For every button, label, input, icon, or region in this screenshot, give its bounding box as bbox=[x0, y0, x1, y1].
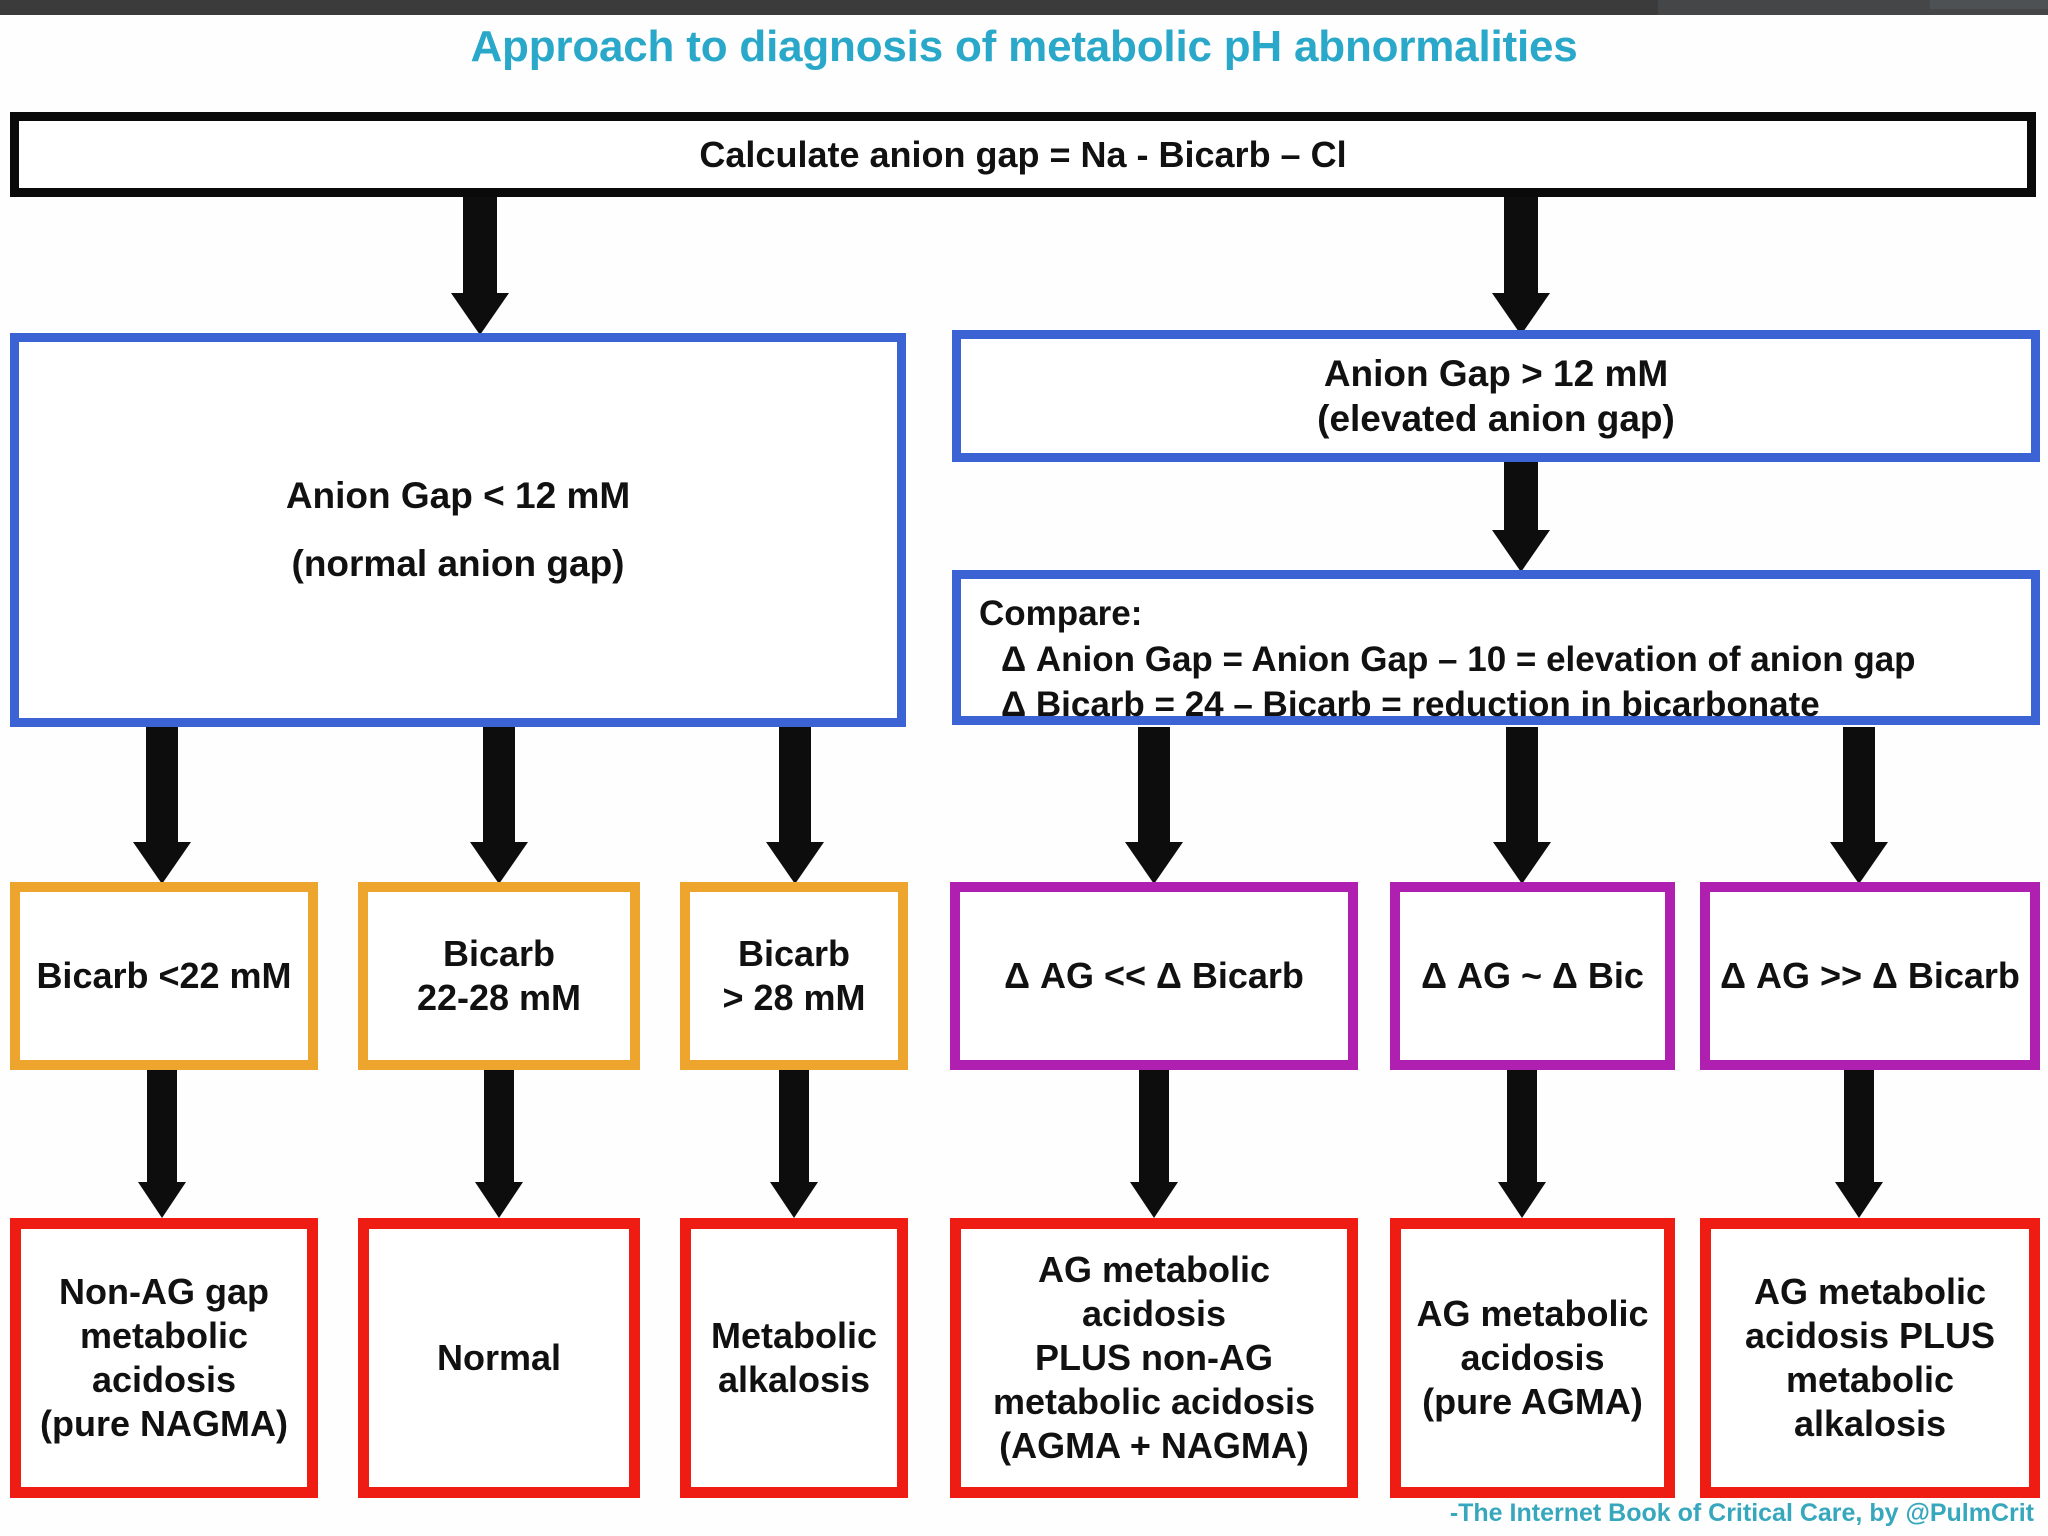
node-normal-anion-gap-line1: Anion Gap < 12 mM bbox=[285, 475, 631, 517]
node-agma-plus-alkalosis-line3: metabolic bbox=[1785, 1359, 1955, 1400]
node-compare: Compare: Δ Anion Gap = Anion Gap – 10 = … bbox=[952, 570, 2040, 725]
node-bicarb-low: Bicarb <22 mM bbox=[10, 882, 318, 1070]
node-pure-nagma-line2: metabolic bbox=[79, 1315, 249, 1357]
node-normal-result: Normal bbox=[358, 1218, 640, 1498]
node-delta-ag-approx-bic-line1: Δ AG ~ Δ Bic bbox=[1421, 955, 1644, 997]
node-delta-ag-much-greater-bicarb: Δ AG >> Δ Bicarb bbox=[1700, 882, 2040, 1070]
arrow-bicarb-high-to-metabolic-alkalosis bbox=[768, 1070, 820, 1218]
top-window-strip bbox=[0, 0, 2048, 15]
node-bicarb-high: Bicarb > 28 mM bbox=[680, 882, 908, 1070]
arrow-bicarb-low-to-nagma bbox=[136, 1070, 188, 1218]
arrow-delta-much-greater-to-agma-plus-alkalosis bbox=[1833, 1070, 1885, 1218]
node-elevated-anion-gap: Anion Gap > 12 mM (elevated anion gap) bbox=[952, 330, 2040, 462]
node-metabolic-alkalosis: Metabolic alkalosis bbox=[680, 1218, 908, 1498]
arrow-compare-to-delta-much-less bbox=[1125, 727, 1183, 884]
node-agma-plus-alkalosis-line2: acidosis PLUS bbox=[1744, 1315, 1996, 1357]
source-credit: -The Internet Book of Critical Care, by … bbox=[1449, 1499, 2034, 1527]
node-metabolic-alkalosis-line1: Metabolic bbox=[710, 1315, 878, 1357]
page-title: Approach to diagnosis of metabolic pH ab… bbox=[470, 22, 1578, 71]
node-agma-plus-nagma-line4: (AGMA + NAGMA) bbox=[999, 1424, 1309, 1466]
node-metabolic-alkalosis-line2: alkalosis bbox=[717, 1359, 871, 1400]
node-agma-plus-nagma-line1: AG metabolic acidosis bbox=[1037, 1249, 1271, 1335]
node-pure-nagma-line1: Non-AG gap bbox=[59, 1271, 269, 1313]
arrow-normal-gap-to-bicarb-high bbox=[766, 727, 824, 884]
node-bicarb-low-line1: Bicarb <22 mM bbox=[36, 955, 292, 997]
arrow-root-to-elevated-gap bbox=[1490, 197, 1552, 335]
arrow-compare-to-delta-approx bbox=[1493, 727, 1551, 884]
arrow-compare-to-delta-much-greater bbox=[1830, 727, 1888, 884]
node-agma-plus-nagma-line3: metabolic acidosis bbox=[992, 1380, 1316, 1422]
node-delta-ag-much-greater-bicarb-line1: Δ AG >> Δ Bicarb bbox=[1720, 955, 2020, 997]
node-bicarb-mid-line2: 22-28 mM bbox=[416, 977, 582, 1018]
node-compare-line1: Δ Anion Gap = Anion Gap – 10 = elevation… bbox=[1001, 639, 1916, 679]
node-pure-agma-line2: acidosis bbox=[1460, 1337, 1605, 1379]
node-agma-plus-alkalosis: AG metabolic acidosis PLUS metabolic alk… bbox=[1700, 1218, 2040, 1498]
node-compare-heading: Compare: bbox=[979, 594, 1143, 633]
node-agma-plus-nagma: AG metabolic acidosis PLUS non-AG metabo… bbox=[950, 1218, 1358, 1498]
node-delta-ag-much-less-bicarb: Δ AG << Δ Bicarb bbox=[950, 882, 1358, 1070]
node-bicarb-high-line1: Bicarb bbox=[737, 933, 851, 975]
node-agma-plus-nagma-line2: PLUS non-AG bbox=[1035, 1337, 1273, 1379]
arrow-elevated-gap-to-compare bbox=[1490, 462, 1552, 572]
node-delta-ag-approx-bic: Δ AG ~ Δ Bic bbox=[1390, 882, 1675, 1070]
node-pure-agma-line1: AG metabolic bbox=[1416, 1293, 1649, 1335]
node-calculate-anion-gap: Calculate anion gap = Na - Bicarb – Cl bbox=[10, 112, 2036, 197]
node-elevated-anion-gap-line1: Anion Gap > 12 mM bbox=[1323, 352, 1669, 394]
node-agma-plus-alkalosis-line4: alkalosis bbox=[1793, 1402, 1947, 1444]
arrow-delta-approx-to-pure-agma bbox=[1496, 1070, 1548, 1218]
node-normal-result-line1: Normal bbox=[436, 1337, 562, 1379]
node-pure-nagma: Non-AG gap metabolic acidosis (pure NAGM… bbox=[10, 1218, 318, 1498]
node-pure-agma-line3: (pure AGMA) bbox=[1422, 1380, 1643, 1422]
node-delta-ag-much-less-bicarb-line1: Δ AG << Δ Bicarb bbox=[1004, 955, 1304, 997]
node-bicarb-high-line2: > 28 mM bbox=[722, 977, 866, 1018]
node-pure-nagma-line3: acidosis bbox=[91, 1359, 237, 1400]
node-elevated-anion-gap-line2: (elevated anion gap) bbox=[1317, 398, 1675, 439]
node-bicarb-mid: Bicarb 22-28 mM bbox=[358, 882, 640, 1070]
arrow-normal-gap-to-bicarb-low bbox=[133, 727, 191, 884]
arrow-bicarb-mid-to-normal bbox=[473, 1070, 525, 1218]
arrow-root-to-normal-gap bbox=[449, 197, 511, 335]
node-calculate-anion-gap-label: Calculate anion gap = Na - Bicarb – Cl bbox=[699, 133, 1347, 175]
node-agma-plus-alkalosis-line1: AG metabolic bbox=[1753, 1271, 1987, 1313]
node-normal-anion-gap: Anion Gap < 12 mM (normal anion gap) bbox=[10, 333, 906, 727]
arrow-normal-gap-to-bicarb-mid bbox=[470, 727, 528, 884]
top-window-strip-corner bbox=[1930, 0, 2048, 9]
arrow-delta-much-less-to-agma-plus-nagma bbox=[1128, 1070, 1180, 1218]
node-bicarb-mid-line1: Bicarb bbox=[442, 933, 556, 975]
node-compare-line2: Δ Bicarb = 24 – Bicarb = reduction in bi… bbox=[1001, 685, 1820, 724]
node-pure-nagma-line4: (pure NAGMA) bbox=[40, 1402, 288, 1444]
node-normal-anion-gap-line2: (normal anion gap) bbox=[291, 543, 625, 585]
node-pure-agma: AG metabolic acidosis (pure AGMA) bbox=[1390, 1218, 1675, 1498]
